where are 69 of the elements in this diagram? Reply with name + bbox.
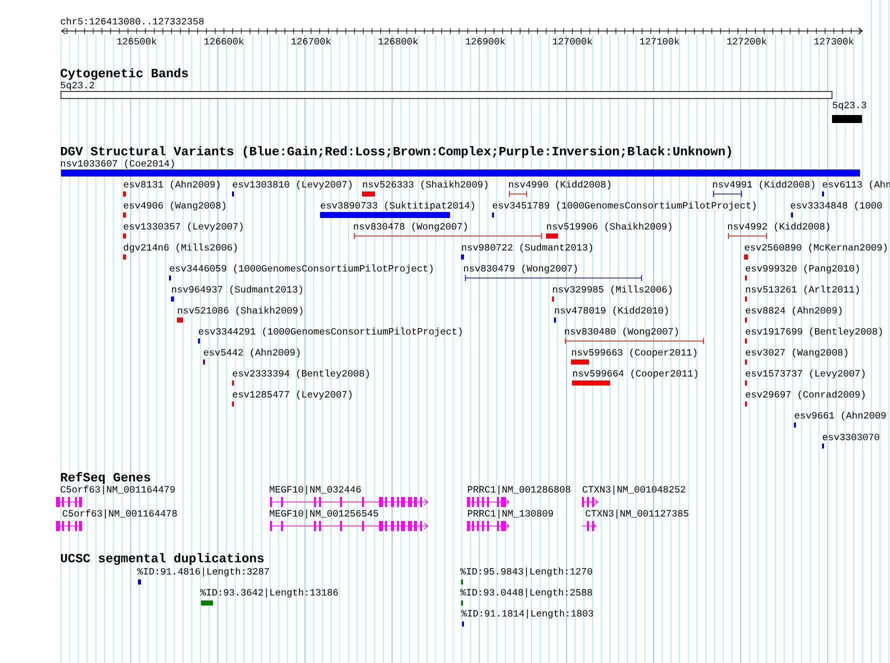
variant-label: esv1917699 (Bentley2008) <box>746 328 882 336</box>
duplication-label: %ID:93.0448|Length:2588 <box>460 588 592 598</box>
gene-label: PRRC1|NM_130809 <box>468 510 553 518</box>
band-label: 5q23.2 <box>60 82 94 90</box>
variant-label: nsv830480 (Wong2007) <box>565 328 678 336</box>
variant-label: esv3451789 (1000GenomesConsortiumPilotProject) <box>492 202 756 210</box>
variant-label: esv4906 (Wang2008) <box>124 202 226 210</box>
tick-label: 126800k <box>378 37 418 45</box>
tick-label: 127200k <box>727 37 766 45</box>
gene-label: MEGF10|NM_001256545 <box>270 510 378 518</box>
gene-label: PRRC1|NM_001286808 <box>468 486 570 494</box>
variant-label: esv5442 (Ahn2009) <box>204 348 300 358</box>
variant-label: nsv830479 (Wong2007) <box>464 264 577 274</box>
tick-label: 126900k <box>466 37 505 45</box>
gene-label: CTXN3|NM_001048252 <box>582 486 686 494</box>
variant-label: esv29697 (Conrad2009) <box>746 390 865 400</box>
duplication-label: %ID:91.1814|Length:1803 <box>461 610 594 618</box>
variant-label: esv3334848 (1000 <box>790 202 882 210</box>
coordinate-label: chr5:126413080..127332358 <box>60 17 204 25</box>
variant-label: nsv329985 (Mills2006) <box>553 286 672 294</box>
tick-label: 127000k <box>552 37 592 45</box>
variant-label: esv8131 (Ahn2009) <box>124 180 220 190</box>
track-title: DGV Structural Variants (Blue:Gain;Red:Loss;Brown:Complex;Purple:Inversion;Black:Unknown) <box>61 146 731 158</box>
duplication-label: %ID:91.4816|Length:3287 <box>137 568 269 576</box>
variant-label: nsv4991 (Kidd2008) <box>713 180 814 190</box>
variant-label: nsv4990 (Kidd2008) <box>509 180 610 190</box>
variant-label: esv8824 (Ahn2009) <box>746 306 842 316</box>
tick-label: 126700k <box>292 37 331 45</box>
variant-label: nsv513261 (Arlt2011) <box>746 286 859 294</box>
variant-label: nsv1033607 (Coe2014) <box>61 160 174 168</box>
variant-label: nsv964937 (Sudmant2013) <box>172 286 302 294</box>
variant-label: esv3446059 (1000GenomesConsortiumPilotProject) <box>170 264 433 274</box>
tick-label: 126500k <box>117 37 156 45</box>
duplication-label: %ID:95.9843|Length:1270 <box>460 568 592 576</box>
variant-label: nsv4992 (Kidd2008) <box>728 222 830 232</box>
variant-label: esv9661 (Ahn2009 <box>794 412 886 420</box>
variant-label: esv6113 (Ahn <box>822 180 890 190</box>
variant-label: esv1303810 (Levy2007) <box>232 180 352 190</box>
variant-label: nsv526333 (Shaikh2009) <box>363 180 488 190</box>
variant-label: nsv830478 (Wong2007) <box>354 222 467 232</box>
variant-label: esv3890733 (Suktitipat2014) <box>320 202 474 210</box>
band-label: 5q23.3 <box>832 102 866 110</box>
variant-label: nsv478019 (Kidd2010) <box>555 306 668 316</box>
tick-label: 127300k <box>814 37 854 45</box>
variant-label: esv1573737 (Levy2007) <box>746 370 865 378</box>
variant-label: esv1285477 (Levy2007) <box>232 390 352 400</box>
track-title: Cytogenetic Bands <box>60 68 188 80</box>
variant-label: nsv980722 (Sudmant2013) <box>462 244 592 252</box>
variant-label: esv1330357 (Levy2007) <box>124 222 243 232</box>
tick-label: 126600k <box>204 37 244 45</box>
variant-label: esv3303070 <box>822 434 880 440</box>
variant-label: esv999320 (Pang2010) <box>746 264 859 274</box>
variant-label: dgv214n6 (Mills2006) <box>124 244 237 252</box>
gene-label: MEGF10|NM_032446 <box>270 486 361 494</box>
track-title: RefSeq Genes <box>61 472 150 484</box>
gene-label: CTXN3|NM_001127385 <box>586 510 688 518</box>
variant-label: nsv599663 (Cooper2011) <box>572 348 696 358</box>
gene-label: C5orf63|NM_001164479 <box>60 486 175 494</box>
variant-label: esv2560890 (McKernan2009) <box>744 244 887 252</box>
variant-label: esv2333394 (Bentley2008) <box>232 370 369 378</box>
variant-label: nsv521086 (Shaikh2009) <box>178 306 302 316</box>
variant-label: nsv599664 (Cooper2011) <box>573 370 698 378</box>
gene-label: C5orf63|NM_001164478 <box>62 510 177 518</box>
variant-label: esv3344291 (1000GenomesConsortiumPilotProject) <box>198 328 462 336</box>
variant-label: nsv519906 (Shaikh2009) <box>547 222 672 232</box>
duplication-label: %ID:93.3642|Length:13186 <box>200 588 338 598</box>
tick-label: 127100k <box>640 37 680 45</box>
track-title: UCSC segmental duplications <box>61 553 264 565</box>
variant-label: esv3027 (Wang2008) <box>746 348 848 358</box>
